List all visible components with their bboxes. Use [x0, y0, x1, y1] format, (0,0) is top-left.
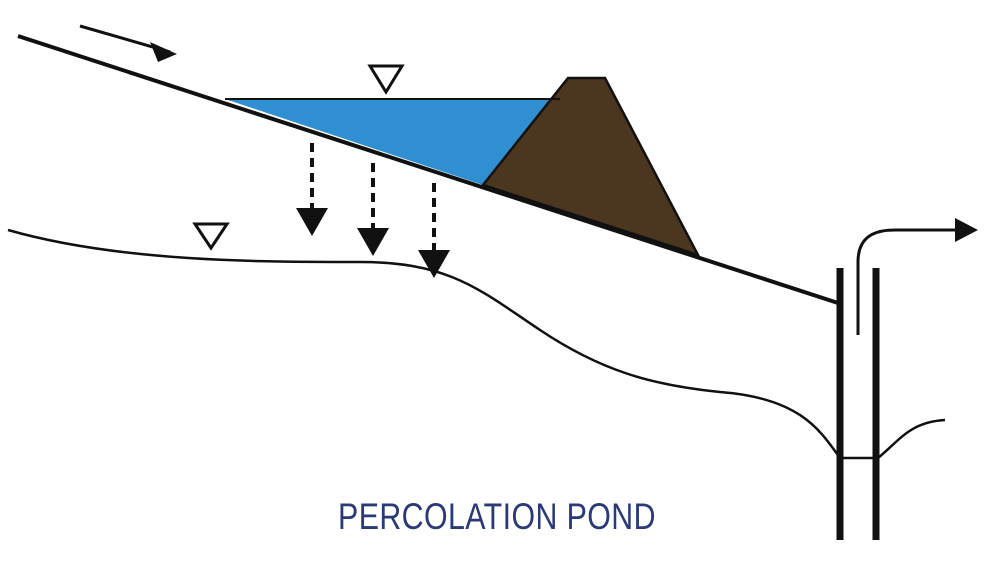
water-table-line — [7, 228, 842, 459]
pond-water — [225, 99, 555, 185]
check-dam — [480, 76, 701, 258]
percolation-arrow-icon — [418, 183, 450, 278]
water-table-triangle-icon — [192, 222, 230, 251]
water-table-triangle-icon — [367, 64, 405, 95]
diagram-caption: PERCOLATION POND — [338, 496, 656, 537]
water-table-recovery-line — [877, 418, 946, 459]
inflow-arrow-icon — [79, 24, 177, 62]
percolation-arrow-icon — [296, 143, 328, 236]
ground-surface-line — [17, 34, 839, 305]
percolation-arrow-icon — [357, 163, 389, 256]
well — [836, 260, 880, 540]
outflow-arrow-icon — [856, 218, 978, 263]
